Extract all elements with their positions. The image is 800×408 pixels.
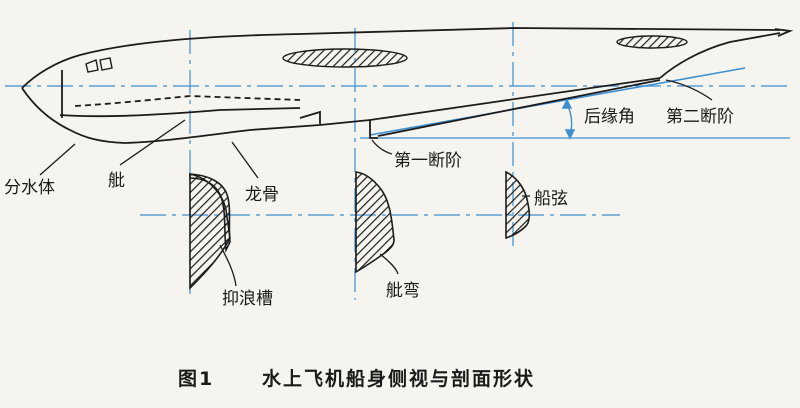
tail-tip	[774, 28, 794, 37]
figure-caption: 图1 水上飞机船身侧视与剖面形状	[178, 367, 535, 390]
leader-lines	[39, 79, 713, 287]
leader-fenshuiti	[39, 143, 76, 176]
caption-title: 水上飞机船身侧视与剖面形状	[262, 367, 535, 390]
chine-line	[74, 95, 301, 107]
section-2-body	[355, 171, 395, 274]
leader-diyi	[371, 139, 393, 155]
hull-afterbody-bottom	[369, 77, 661, 121]
cross-sections	[189, 170, 531, 290]
label-houyuanjiao: 后缘角	[584, 107, 635, 127]
leader-dier	[665, 79, 713, 101]
window-2	[99, 57, 113, 71]
chine-lower	[59, 107, 301, 118]
label-yilangcao: 抑浪槽	[222, 289, 273, 309]
hull-hatched-fairing-2	[616, 35, 688, 49]
angle-arrow-up	[561, 98, 573, 109]
first-step	[369, 120, 378, 139]
label-chuanxian: 船弦	[534, 189, 568, 209]
afterbody-keel-line	[369, 67, 746, 136]
labels: 分水体 舭 龙骨 第一断阶 后缘角 第二断阶 船弦 抑浪槽 舭弯	[4, 107, 734, 309]
label-fenshuiti: 分水体	[4, 178, 55, 198]
section-1-body	[189, 173, 231, 290]
leader-zhou	[119, 119, 186, 166]
leader-yilangcao	[219, 244, 237, 287]
section-3-body	[505, 170, 531, 240]
cockpit-windows	[85, 57, 113, 73]
caption-number: 图1	[178, 368, 214, 390]
tail-upsweep	[659, 32, 781, 79]
label-longgu: 龙骨	[245, 185, 279, 205]
label-dier-duanjie: 第二断阶	[666, 107, 734, 127]
afterbody-keel	[377, 79, 661, 137]
angle-arrow-down	[564, 129, 576, 140]
hull-hatched-fairing-1	[282, 48, 408, 68]
label-diyi-duanjie: 第一断阶	[394, 151, 462, 171]
label-zhou: 舭	[108, 171, 125, 191]
label-zhouwan: 舭弯	[386, 281, 420, 301]
window-1	[85, 59, 99, 73]
leader-zhouwan	[379, 253, 399, 275]
trailing-edge-angle	[561, 98, 576, 140]
hull-side-view	[21, 27, 794, 144]
step-fairing	[299, 110, 321, 124]
leader-longgu	[231, 141, 259, 179]
hull-forebody-bottom	[21, 87, 371, 144]
hull-top-line	[21, 27, 781, 89]
